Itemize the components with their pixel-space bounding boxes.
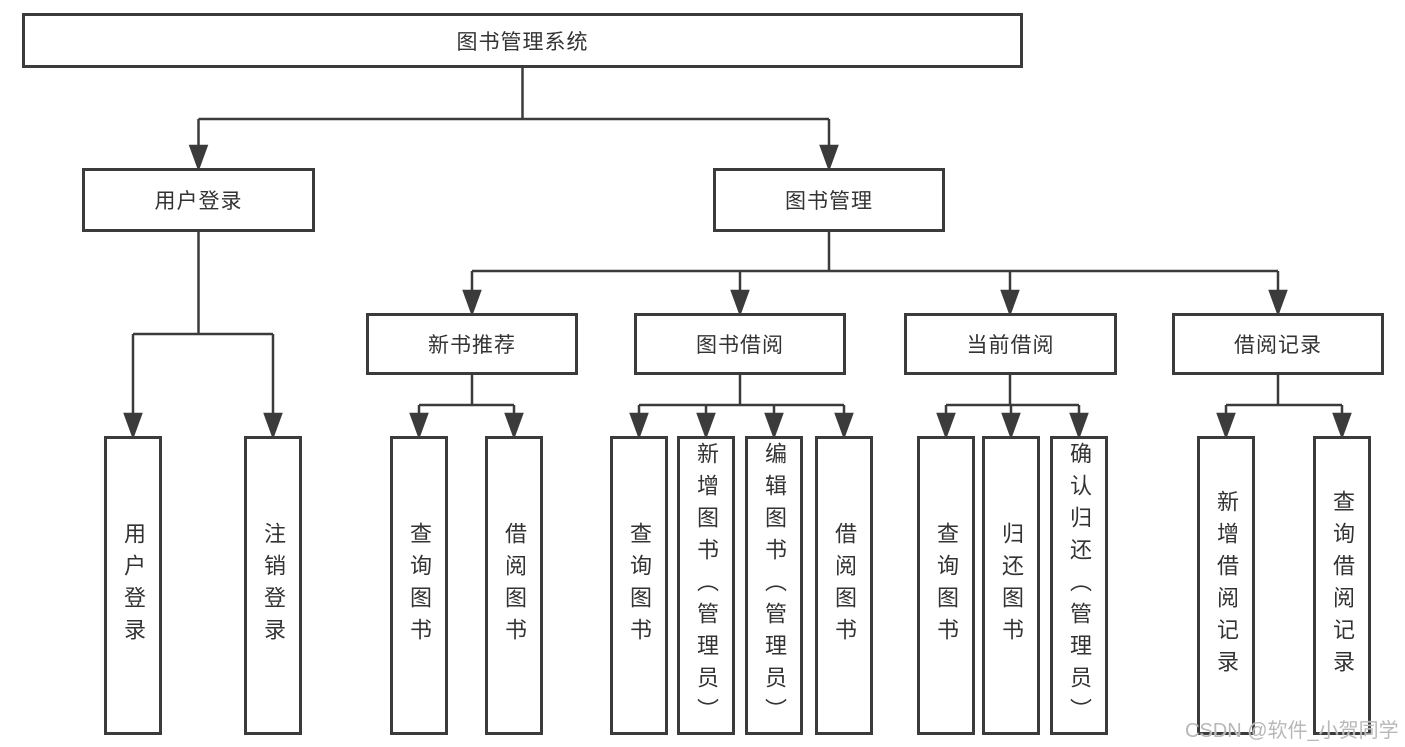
leaf-borrow-query-book-label: 查询图书 xyxy=(627,521,652,650)
leaf-current-query-book-label: 查询图书 xyxy=(934,521,959,650)
node-book-management-label: 图书管理 xyxy=(785,190,873,213)
leaf-recommend-borrow-book: 借阅图书 xyxy=(485,436,543,735)
leaf-borrow-book: 借阅图书 xyxy=(815,436,873,735)
node-user-login-label: 用户登录 xyxy=(154,190,243,213)
node-root-label: 图书管理系统 xyxy=(456,30,589,54)
leaf-borrow-book-label: 借阅图书 xyxy=(832,521,857,650)
leaf-user-login-label: 用户登录 xyxy=(121,521,146,650)
leaf-edit-book-admin-label: 编辑图书（管理员） xyxy=(762,441,787,730)
leaf-confirm-return-admin: 确认归还（管理员） xyxy=(1050,436,1108,735)
leaf-add-borrow-record: 新增借阅记录 xyxy=(1197,436,1255,735)
csdn-watermark: CSDN @软件_小贺同学 xyxy=(1185,720,1399,742)
leaf-logout-label: 注销登录 xyxy=(261,521,286,650)
leaf-recommend-borrow-book-label: 借阅图书 xyxy=(502,521,527,650)
leaf-confirm-return-admin-label: 确认归还（管理员） xyxy=(1067,441,1092,730)
leaf-current-query-book: 查询图书 xyxy=(917,436,975,735)
leaf-add-book-admin-label: 新增图书（管理员） xyxy=(694,441,719,730)
node-book-borrow: 图书借阅 xyxy=(634,313,846,375)
leaf-borrow-query-book: 查询图书 xyxy=(610,436,668,735)
node-new-book-recommend-label: 新书推荐 xyxy=(428,334,516,357)
node-current-borrow-label: 当前借阅 xyxy=(966,334,1055,357)
leaf-add-borrow-record-label: 新增借阅记录 xyxy=(1214,489,1239,682)
leaf-recommend-query-book-label: 查询图书 xyxy=(407,521,432,650)
node-borrow-record: 借阅记录 xyxy=(1172,313,1384,375)
leaf-recommend-query-book: 查询图书 xyxy=(390,436,448,735)
node-new-book-recommend: 新书推荐 xyxy=(366,313,578,375)
leaf-logout: 注销登录 xyxy=(244,436,302,735)
leaf-user-login: 用户登录 xyxy=(104,436,162,735)
leaf-edit-book-admin: 编辑图书（管理员） xyxy=(745,436,803,735)
leaf-return-book-label: 归还图书 xyxy=(999,521,1024,650)
leaf-query-borrow-record-label: 查询借阅记录 xyxy=(1330,489,1355,682)
leaf-return-book: 归还图书 xyxy=(982,436,1040,735)
node-book-management: 图书管理 xyxy=(713,168,945,232)
node-user-login: 用户登录 xyxy=(82,168,315,232)
node-current-borrow: 当前借阅 xyxy=(904,313,1117,375)
node-root: 图书管理系统 xyxy=(22,13,1023,68)
node-borrow-record-label: 借阅记录 xyxy=(1234,334,1322,357)
leaf-query-borrow-record: 查询借阅记录 xyxy=(1313,436,1371,735)
node-book-borrow-label: 图书借阅 xyxy=(696,334,784,357)
leaf-add-book-admin: 新增图书（管理员） xyxy=(677,436,735,735)
